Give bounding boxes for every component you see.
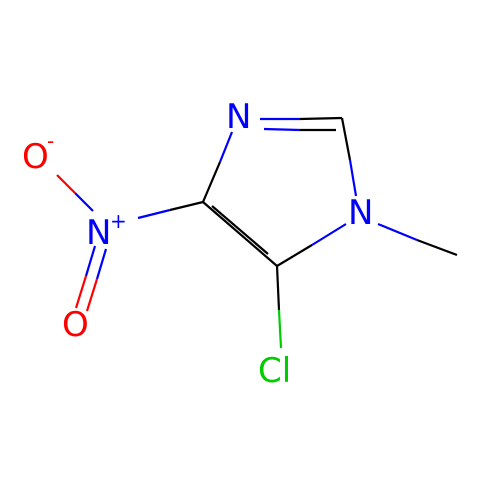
bond-n3-c2-inner: [263, 127, 301, 132]
bond-n1-methyl: [416, 238, 458, 257]
atom-o-minus-charge: -: [47, 129, 54, 153]
atom-o-double-label: O: [62, 305, 89, 345]
atom-nitro-n-label: N: [86, 213, 111, 253]
bond-nitro-odouble-a-o: [74, 275, 88, 309]
atom-n3-label: N: [226, 97, 251, 137]
bond-nitro-odouble-b-n: [95, 248, 108, 280]
bond-n3-c2-c: [299, 116, 343, 121]
bond-nitro-odouble-a-n: [84, 245, 97, 277]
bond-c5-cl: [275, 265, 281, 311]
bond-nitro-ominus-n: [74, 192, 94, 212]
bond-c4-nitro: [169, 200, 204, 212]
bond-n1-c5-n: [311, 223, 347, 246]
atom-nitro-n-charge: +: [110, 209, 127, 233]
atom-cl-label: Cl: [258, 351, 291, 391]
bond-n1-c5: [276, 244, 313, 267]
bond-c2-n1-n: [348, 159, 358, 197]
bond-nitro-ominus-o: [56, 174, 76, 194]
bond-c5-c4: [202, 201, 278, 267]
bond-nitro-odouble-b-o: [85, 278, 99, 312]
bond-c5-cl-cl: [277, 309, 283, 349]
bond-c5-c4-inner: [211, 205, 269, 255]
bond-c4-nitro-n: [137, 208, 171, 220]
bond-c4-n3: [201, 161, 222, 203]
atom-n1-label: N: [348, 193, 373, 233]
bond-c2-n1: [340, 117, 352, 161]
atom-o-minus-label: O: [22, 137, 49, 177]
bond-c4-n3-n: [218, 131, 234, 163]
bond-n1-methyl-n: [377, 222, 418, 242]
